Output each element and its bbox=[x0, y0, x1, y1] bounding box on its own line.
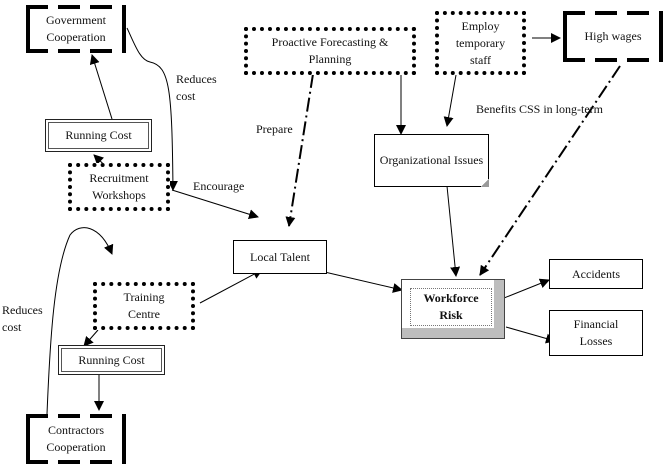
node-accidents: Accidents bbox=[549, 259, 643, 289]
node-government-cooperation: Government Cooperation bbox=[26, 5, 126, 53]
arrow-recruitment-to-localtalent bbox=[171, 189, 259, 220]
arrow-proactive-to-localtalent bbox=[285, 73, 314, 227]
curve-government-reduces-cost bbox=[126, 27, 178, 191]
node-training-centre: Training Centre bbox=[93, 282, 195, 330]
node-workforce-risk: Workforce Risk bbox=[401, 279, 505, 339]
arrow-highwages-to-workforcerisk bbox=[479, 65, 621, 276]
node-high-wages: High wages bbox=[563, 11, 663, 62]
label-benefits: Benefits CSS in long-term bbox=[476, 102, 603, 116]
node-local-talent: Local Talent bbox=[233, 240, 327, 274]
label-encourage: Encourage bbox=[193, 179, 245, 193]
node-contractors-cooperation: Contractors Cooperation bbox=[26, 414, 126, 464]
label-reduces-cost-top: Reduces cost bbox=[176, 72, 217, 103]
arrow-localtalent-to-workforcerisk bbox=[315, 269, 403, 293]
workforce-risk-label: Workforce Risk bbox=[410, 288, 492, 326]
label-reduces-cost-left: Reduces cost bbox=[2, 303, 43, 334]
node-running-cost-bottom: Running Cost bbox=[58, 345, 165, 375]
node-organizational-issues: Organizational Issues bbox=[374, 134, 489, 187]
arrow-training-to-runningcost bbox=[83, 329, 99, 347]
label-prepare: Prepare bbox=[256, 122, 293, 136]
arrow-workforcerisk-to-financiallosses bbox=[505, 326, 556, 344]
node-recruitment-workshops: Recruitment Workshops bbox=[68, 163, 170, 211]
node-financial-losses: Financial Losses bbox=[549, 310, 643, 356]
curve-contractors-reduces-cost bbox=[46, 227, 114, 415]
arrow-workforcerisk-to-accidents bbox=[498, 278, 550, 301]
arrow-employ-to-orgissues bbox=[443, 74, 457, 127]
node-running-cost-top: Running Cost bbox=[45, 119, 152, 152]
arrow-orgissues-to-workforcerisk bbox=[446, 185, 461, 277]
node-employ-temporary-staff: Employ temporary staff bbox=[435, 11, 526, 75]
arrow-training-to-localtalent bbox=[199, 269, 263, 304]
arrow-runningcost-to-government bbox=[89, 54, 113, 120]
node-proactive-forecasting: Proactive Forecasting & Planning bbox=[244, 27, 416, 75]
